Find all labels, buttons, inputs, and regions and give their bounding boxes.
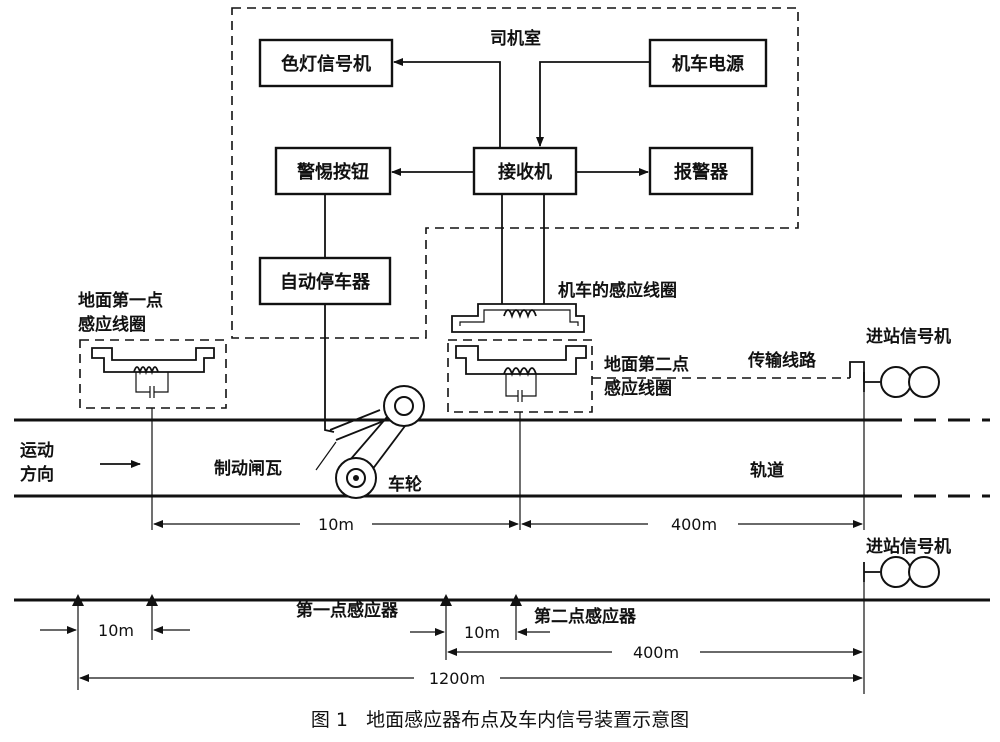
dim-top-10m: 10m xyxy=(318,515,354,534)
sensor-mark-1 xyxy=(72,594,84,690)
first-sensor-label: 第一点感应器 xyxy=(296,600,399,621)
dim-bottom-1200m: 1200m xyxy=(429,669,485,688)
motion-direction-line2: 方向 xyxy=(20,464,54,485)
dim-bottom-400m: 400m xyxy=(633,643,679,662)
power-box: 机车电源 xyxy=(648,38,768,88)
power-to-receiver-line xyxy=(536,61,650,147)
figure-caption: 图 1 地面感应器布点及车内信号装置示意图 xyxy=(311,709,689,731)
ground-coil-1-label-line2: 感应线圈 xyxy=(78,314,146,335)
svg-text:报警器: 报警器 xyxy=(674,161,729,183)
motion-direction-line1: 运动 xyxy=(20,441,54,461)
cab-outline xyxy=(231,7,799,339)
track-label: 轨道 xyxy=(750,460,784,481)
ground-coil-2-label-line1: 地面第二点 xyxy=(604,354,689,375)
svg-text:警惕按钮: 警惕按钮 xyxy=(297,161,369,183)
sensor-mark-3 xyxy=(440,594,452,660)
wheel-assembly xyxy=(315,385,425,499)
ground-coil-2-label-line2: 感应线圈 xyxy=(604,378,672,399)
svg-text:自动停车器: 自动停车器 xyxy=(280,271,371,293)
transmission-line-label: 传输线路 xyxy=(747,350,817,371)
home-signal-top xyxy=(863,366,940,398)
sensor-mark-4 xyxy=(510,594,522,640)
alert-button-box: 警惕按钮 xyxy=(274,146,392,196)
receiver-box: 接收机 xyxy=(472,146,578,196)
alarm-box: 报警器 xyxy=(648,146,754,196)
transmission-line-end xyxy=(849,361,865,382)
ground-coil-1 xyxy=(91,347,215,398)
loco-coil xyxy=(451,303,585,333)
loco-coil-label: 机车的感应线圈 xyxy=(558,280,677,301)
ground-coil-2 xyxy=(455,345,587,402)
dim-top-400m: 400m xyxy=(671,515,717,534)
dim-bottom-10m-a: 10m xyxy=(98,621,134,640)
home-signal-top-label: 进站信号机 xyxy=(866,326,951,347)
auto-stop-box: 自动停车器 xyxy=(258,256,392,306)
home-signal-bottom-label: 进站信号机 xyxy=(866,536,951,557)
wheel-label: 车轮 xyxy=(388,474,422,495)
receiver-to-signal-line xyxy=(393,58,501,148)
cab-title: 司机室 xyxy=(490,28,541,49)
svg-text:机车电源: 机车电源 xyxy=(672,53,744,75)
ground-coil-1-frame xyxy=(79,339,227,409)
ground-coil-1-label-line1: 地面第一点 xyxy=(78,290,163,311)
second-sensor-label: 第二点感应器 xyxy=(534,606,637,627)
brake-shoe-label: 制动闸瓦 xyxy=(214,458,282,479)
sensor-mark-2 xyxy=(146,594,158,640)
home-signal-bottom xyxy=(863,556,940,588)
svg-text:接收机: 接收机 xyxy=(498,161,552,183)
signal-light-box: 色灯信号机 xyxy=(258,38,394,88)
svg-text:色灯信号机: 色灯信号机 xyxy=(281,53,371,75)
dim-bottom-10m-b: 10m xyxy=(464,623,500,642)
autostop-to-brake-line xyxy=(324,304,335,433)
